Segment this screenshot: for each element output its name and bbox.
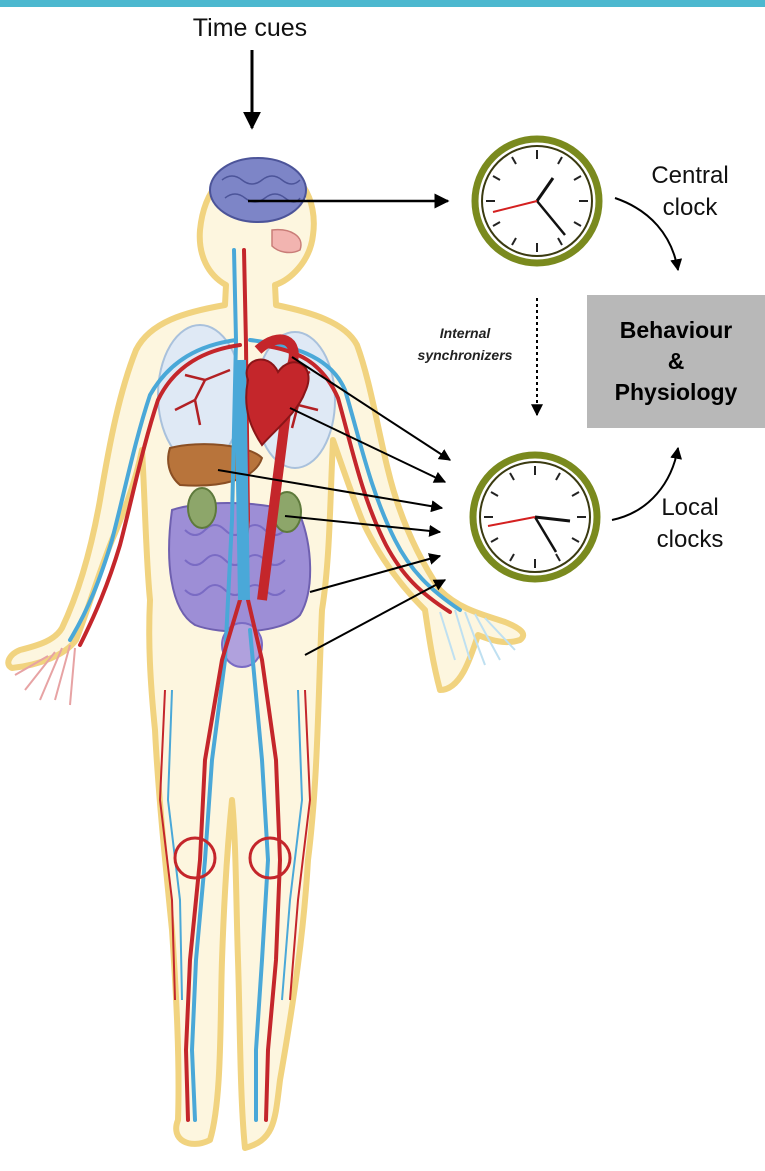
central-clock-label-line1: Central — [630, 160, 750, 192]
local-clocks-label-line1: Local — [630, 492, 750, 524]
central-clock-label: Central clock — [630, 160, 750, 224]
body-silhouette — [8, 165, 523, 1148]
behaviour-physiology-box: Behaviour & Physiology — [587, 295, 765, 428]
local-clocks-label: Local clocks — [630, 492, 750, 556]
human-circulatory-figure — [8, 158, 523, 1148]
brain-icon — [210, 158, 306, 222]
internal-synchronizers-line1: Internal — [390, 322, 540, 344]
output-line-behaviour: Behaviour — [620, 315, 732, 346]
output-line-physiology: Physiology — [615, 377, 738, 408]
output-line-ampersand: & — [668, 346, 685, 377]
central-clock-label-line2: clock — [630, 192, 750, 224]
kidney-left — [188, 488, 216, 528]
local-clock-icon — [473, 455, 597, 579]
internal-synchronizers-label: Internal synchronizers — [390, 322, 540, 366]
local-clocks-label-line2: clocks — [630, 524, 750, 556]
central-clock-icon — [475, 139, 599, 263]
aorta — [240, 360, 244, 600]
time-cues-label: Time cues — [150, 14, 350, 43]
internal-synchronizers-line2: synchronizers — [390, 344, 540, 366]
